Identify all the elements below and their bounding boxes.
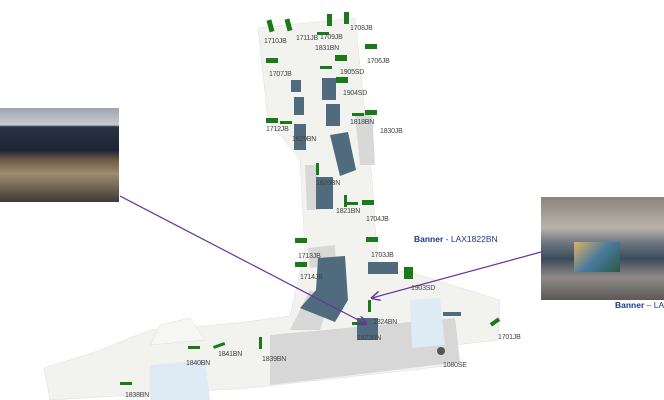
location-label: 1080SE (443, 362, 467, 369)
location-label: 1704JB (366, 216, 389, 223)
banner-separator: - (443, 234, 451, 244)
location-label: 1701JB (498, 334, 521, 341)
banner-title: Banner (414, 234, 444, 244)
location-label: 1830JB (380, 128, 403, 135)
location-label: 1831BN (315, 45, 340, 52)
caption-code: LA (653, 300, 664, 310)
location-label: 1839BN (262, 356, 287, 363)
location-label: 1904SD (343, 90, 368, 97)
location-label: 1903SD (411, 285, 436, 292)
location-label: 1838BN (125, 392, 150, 399)
ad-markers (120, 12, 501, 385)
location-label: 1905SD (340, 69, 365, 76)
callout-arrow-right (372, 251, 542, 298)
location-label: 1818BN (350, 119, 375, 126)
location-label: 1829BN (292, 136, 317, 143)
callout-arrow-left (119, 195, 366, 324)
column-marker (437, 347, 445, 355)
open-area (410, 298, 445, 348)
photo-caption: Banner – LA (615, 300, 664, 310)
store-blocks (291, 78, 461, 340)
location-label: 1714JB (300, 274, 323, 281)
location-label: 1820BN (316, 180, 341, 187)
location-label: 1709JB (320, 34, 343, 41)
location-label: 1840BN (186, 360, 211, 367)
location-label: 1841BN (218, 351, 243, 358)
location-label: 1821BN (336, 208, 361, 215)
location-label: 1822BN (357, 335, 382, 342)
location-label: 1824BN (373, 319, 398, 326)
west-wing (149, 317, 206, 346)
location-label: 1711JB (296, 35, 319, 42)
location-label: 1703JB (371, 252, 394, 259)
location-label: 1707JB (269, 71, 292, 78)
banner-display (574, 242, 620, 272)
open-area (150, 360, 210, 400)
banner-callout-label: Banner - LAX1822BN (414, 234, 498, 244)
location-label: 1706JB (367, 58, 390, 65)
concourse-banner-photo (541, 197, 664, 300)
caption-separator: – (644, 300, 654, 310)
location-label: 1713JB (298, 253, 321, 260)
location-label: 1710JB (264, 38, 287, 45)
caption-title: Banner (615, 300, 645, 310)
gate-area (355, 110, 375, 165)
escalator-banner-photo (0, 108, 119, 202)
location-label: 1708JB (350, 25, 373, 32)
banner-code: LAX1822BN (450, 234, 498, 244)
location-label: 1712JB (266, 126, 289, 133)
